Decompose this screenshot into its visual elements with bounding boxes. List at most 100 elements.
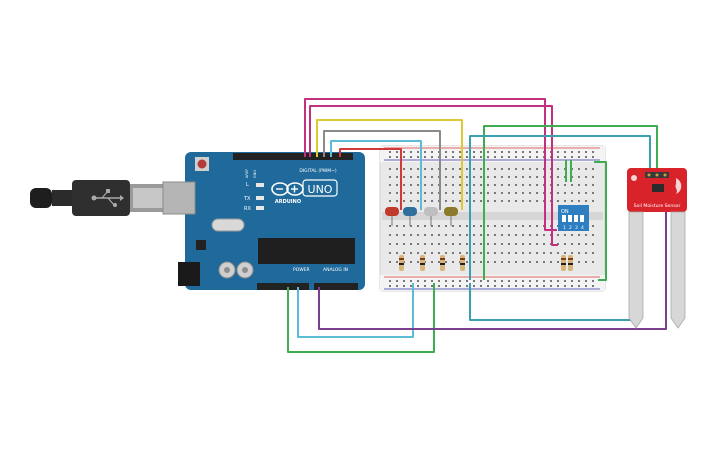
breadboard-hole[interactable]: [501, 168, 503, 170]
breadboard-hole[interactable]: [557, 168, 559, 170]
breadboard-hole[interactable]: [501, 200, 503, 202]
breadboard-hole[interactable]: [480, 200, 482, 202]
breadboard-hole[interactable]: [473, 168, 475, 170]
breadboard-hole[interactable]: [424, 285, 426, 287]
breadboard-hole[interactable]: [571, 200, 573, 202]
breadboard-hole[interactable]: [494, 234, 496, 236]
breadboard-hole[interactable]: [529, 200, 531, 202]
breadboard-hole[interactable]: [403, 176, 405, 178]
breadboard-hole[interactable]: [396, 252, 398, 254]
breadboard-hole[interactable]: [417, 285, 419, 287]
breadboard-hole[interactable]: [529, 192, 531, 194]
breadboard-hole[interactable]: [487, 156, 489, 158]
breadboard-hole[interactable]: [522, 192, 524, 194]
breadboard-hole[interactable]: [438, 252, 440, 254]
breadboard-hole[interactable]: [473, 192, 475, 194]
breadboard-hole[interactable]: [424, 156, 426, 158]
breadboard-hole[interactable]: [515, 252, 517, 254]
breadboard-hole[interactable]: [424, 280, 426, 282]
breadboard-hole[interactable]: [508, 280, 510, 282]
breadboard-hole[interactable]: [515, 176, 517, 178]
breadboard-hole[interactable]: [480, 243, 482, 245]
breadboard-hole[interactable]: [508, 243, 510, 245]
breadboard-hole[interactable]: [585, 280, 587, 282]
breadboard-hole[interactable]: [417, 200, 419, 202]
breadboard-hole[interactable]: [487, 184, 489, 186]
breadboard-hole[interactable]: [445, 285, 447, 287]
breadboard-hole[interactable]: [592, 234, 594, 236]
breadboard-hole[interactable]: [543, 243, 545, 245]
breadboard-hole[interactable]: [494, 168, 496, 170]
breadboard-hole[interactable]: [494, 261, 496, 263]
breadboard-hole[interactable]: [536, 176, 538, 178]
breadboard-hole[interactable]: [417, 151, 419, 153]
breadboard-hole[interactable]: [417, 156, 419, 158]
breadboard-hole[interactable]: [543, 261, 545, 263]
breadboard-hole[interactable]: [452, 168, 454, 170]
breadboard-hole[interactable]: [410, 225, 412, 227]
breadboard-hole[interactable]: [501, 176, 503, 178]
breadboard-hole[interactable]: [473, 151, 475, 153]
breadboard-hole[interactable]: [592, 243, 594, 245]
breadboard-hole[interactable]: [473, 234, 475, 236]
breadboard-hole[interactable]: [396, 285, 398, 287]
power-header[interactable]: [257, 283, 309, 290]
breadboard-hole[interactable]: [571, 252, 573, 254]
breadboard-hole[interactable]: [536, 192, 538, 194]
breadboard-hole[interactable]: [396, 168, 398, 170]
breadboard-hole[interactable]: [571, 280, 573, 282]
breadboard-hole[interactable]: [585, 192, 587, 194]
breadboard-hole[interactable]: [585, 285, 587, 287]
breadboard-hole[interactable]: [480, 280, 482, 282]
breadboard-hole[interactable]: [445, 261, 447, 263]
breadboard-hole[interactable]: [445, 176, 447, 178]
breadboard-hole[interactable]: [466, 168, 468, 170]
breadboard-hole[interactable]: [536, 168, 538, 170]
breadboard-hole[interactable]: [480, 234, 482, 236]
breadboard-hole[interactable]: [452, 225, 454, 227]
breadboard-hole[interactable]: [522, 156, 524, 158]
breadboard-hole[interactable]: [592, 176, 594, 178]
breadboard-hole[interactable]: [389, 200, 391, 202]
breadboard-hole[interactable]: [536, 261, 538, 263]
breadboard-hole[interactable]: [445, 234, 447, 236]
breadboard-hole[interactable]: [480, 285, 482, 287]
breadboard-hole[interactable]: [585, 168, 587, 170]
breadboard-hole[interactable]: [459, 156, 461, 158]
breadboard-hole[interactable]: [529, 243, 531, 245]
breadboard-hole[interactable]: [494, 184, 496, 186]
breadboard-hole[interactable]: [585, 200, 587, 202]
breadboard-hole[interactable]: [431, 176, 433, 178]
breadboard-hole[interactable]: [389, 184, 391, 186]
breadboard-hole[interactable]: [494, 192, 496, 194]
breadboard-hole[interactable]: [536, 200, 538, 202]
breadboard-hole[interactable]: [522, 285, 524, 287]
breadboard-hole[interactable]: [396, 176, 398, 178]
breadboard-hole[interactable]: [410, 280, 412, 282]
breadboard-hole[interactable]: [466, 176, 468, 178]
breadboard-hole[interactable]: [410, 168, 412, 170]
breadboard-hole[interactable]: [459, 184, 461, 186]
breadboard-hole[interactable]: [501, 243, 503, 245]
breadboard-hole[interactable]: [515, 280, 517, 282]
breadboard-hole[interactable]: [564, 285, 566, 287]
arduino-board[interactable]: L TX RX ARDUINO UNO DIGITAL (PWM~) AREF …: [162, 152, 365, 290]
breadboard-hole[interactable]: [592, 225, 594, 227]
breadboard-hole[interactable]: [445, 280, 447, 282]
breadboard-hole[interactable]: [557, 234, 559, 236]
breadboard-hole[interactable]: [459, 285, 461, 287]
breadboard-hole[interactable]: [529, 176, 531, 178]
breadboard-hole[interactable]: [480, 192, 482, 194]
breadboard-hole[interactable]: [452, 156, 454, 158]
breadboard-hole[interactable]: [473, 156, 475, 158]
breadboard-hole[interactable]: [473, 176, 475, 178]
breadboard-hole[interactable]: [494, 252, 496, 254]
breadboard-hole[interactable]: [466, 285, 468, 287]
breadboard-hole[interactable]: [389, 176, 391, 178]
breadboard-hole[interactable]: [592, 168, 594, 170]
breadboard-hole[interactable]: [487, 252, 489, 254]
breadboard-hole[interactable]: [396, 261, 398, 263]
breadboard-hole[interactable]: [389, 243, 391, 245]
breadboard-hole[interactable]: [515, 243, 517, 245]
breadboard-hole[interactable]: [487, 151, 489, 153]
